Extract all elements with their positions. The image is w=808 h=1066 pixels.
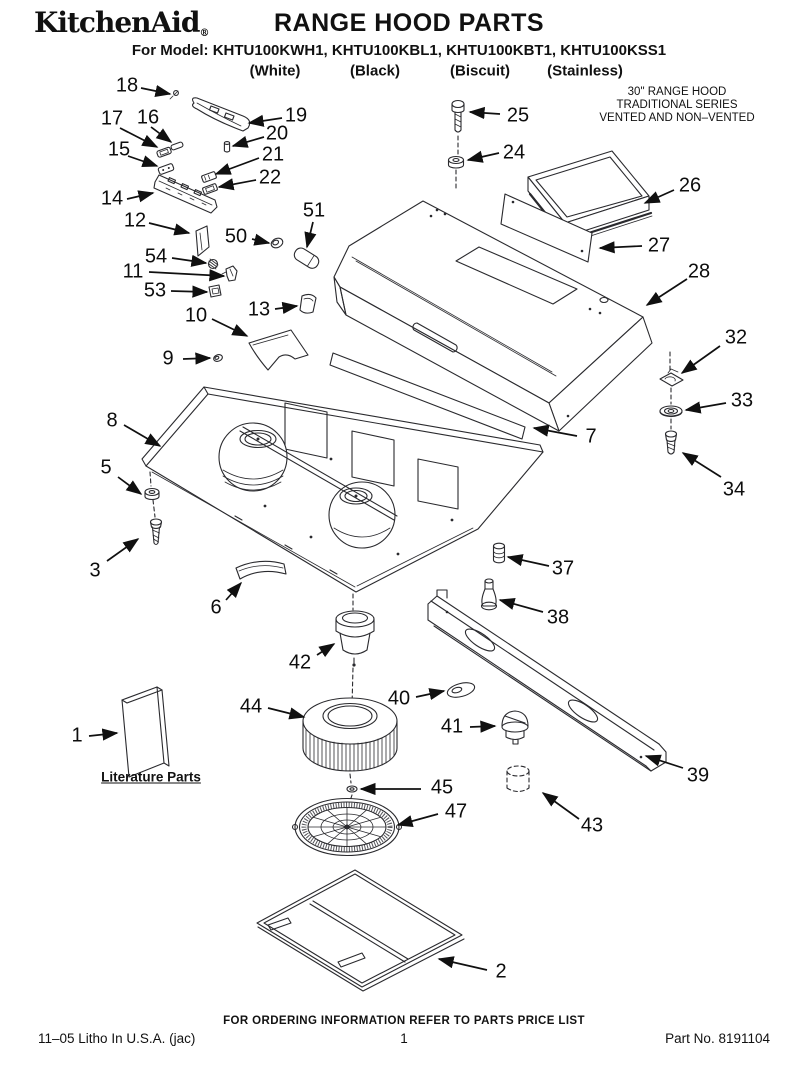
part-switch-bracket-14	[153, 174, 218, 214]
part-screw-25	[451, 99, 465, 155]
model-numbers-line: For Model: KHTU100KWH1, KHTU100KBL1, KHT…	[131, 42, 667, 59]
part-nut-5	[144, 471, 160, 518]
part-number: Part No. 8191104	[665, 1031, 770, 1046]
part-switch-15	[157, 163, 175, 175]
part-duct-cover-plate	[500, 193, 593, 263]
part-hood-body	[333, 200, 653, 432]
part-end-cap-13	[299, 293, 317, 314]
litho-line: 11–05 Litho In U.S.A. (jac)	[38, 1031, 196, 1046]
part-switch-22	[202, 183, 218, 195]
part-ring-50	[270, 237, 284, 249]
part-bumper-38	[480, 578, 498, 611]
part-switch-cap-16	[170, 141, 184, 151]
part-clip-nut-32	[659, 368, 684, 387]
page-number: 1	[400, 1031, 408, 1046]
brand-logo: KitchenAid®	[34, 6, 209, 39]
product-info-line-1: TRADITIONAL SERIES	[616, 99, 738, 111]
product-info-line-0: 30" RANGE HOOD	[627, 86, 727, 98]
part-support-rail	[427, 589, 667, 772]
part-clip-11	[221, 265, 238, 282]
part-spacer-20	[223, 141, 231, 153]
part-grommet-53	[208, 284, 222, 298]
part-spring-54	[207, 258, 219, 270]
literature-parts-label: Literature Parts	[101, 769, 201, 785]
part-fan-nut-45	[346, 773, 358, 802]
part-screw-18	[169, 90, 179, 100]
part-literature-book	[121, 686, 170, 778]
part-lamp-shield-10	[248, 329, 309, 371]
part-bracket-12	[195, 225, 210, 257]
part-blower-pan	[141, 386, 544, 593]
product-info-line-2: VENTED AND NON–VENTED	[599, 112, 755, 124]
part-fan-blade-47	[291, 797, 403, 857]
part-keps-nut-24	[447, 155, 465, 189]
part-knob-41	[501, 710, 529, 745]
brand-name: KitchenAid	[34, 6, 200, 39]
part-screw-3	[149, 518, 163, 546]
part-switch-cap-17	[156, 146, 172, 158]
part-filter-44	[302, 697, 398, 772]
part-washer-33	[659, 405, 683, 418]
part-motor-42	[335, 593, 375, 707]
ordering-note: FOR ORDERING INFORMATION REFER TO PARTS …	[223, 1015, 585, 1027]
registered-trademark-icon: ®	[199, 28, 210, 39]
part-grommet-9	[213, 354, 223, 362]
part-spacer-37	[492, 542, 506, 564]
part-switch-21	[201, 171, 217, 183]
part-bottom-panel	[256, 869, 465, 992]
fastener-axis-line	[669, 351, 672, 430]
part-hidden-43	[506, 765, 530, 793]
part-wing-washer-40	[446, 682, 476, 698]
part-trim-strip	[329, 352, 526, 440]
part-vent-blade-19	[192, 97, 251, 132]
leader-arrows	[88, 85, 727, 971]
part-bracket-6	[235, 560, 287, 580]
part-screw-34	[664, 430, 678, 455]
page-title: RANGE HOOD PARTS	[273, 9, 545, 37]
part-lamp-holder-51	[293, 247, 320, 269]
